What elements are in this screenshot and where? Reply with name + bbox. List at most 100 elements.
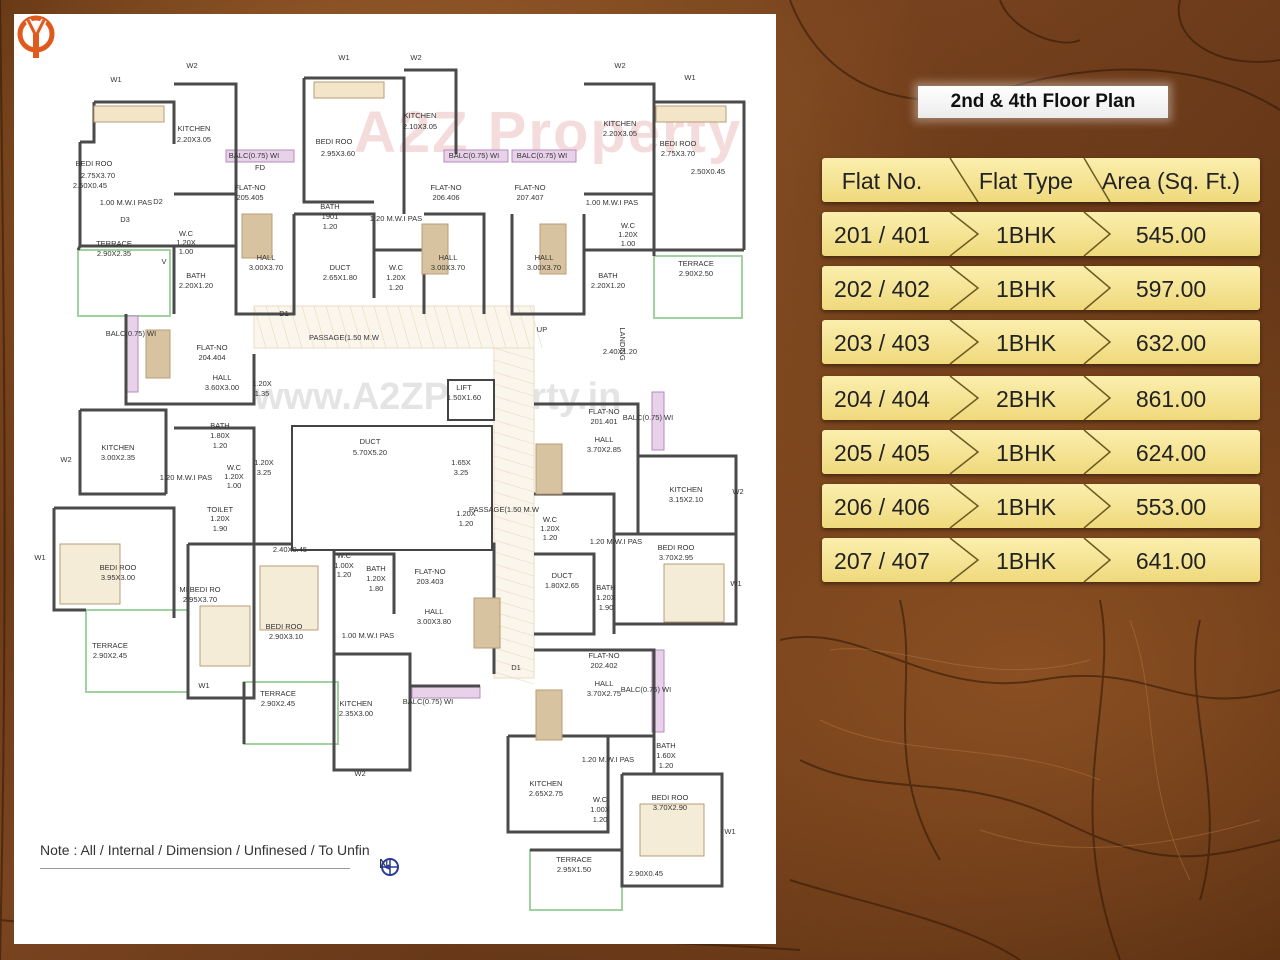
floor-plan-panel: A2Z Property www.A2ZProperty.in: [14, 14, 776, 944]
cell-flat-no: 202 / 402: [834, 276, 930, 302]
plan-label: BEDI ROO: [658, 543, 695, 552]
plan-label: BEDI ROO: [652, 793, 689, 802]
plan-label: 2.90X2.50: [679, 269, 713, 278]
plan-label: BALC(0.75) WI: [106, 329, 156, 338]
plan-label: KITCHEN: [604, 119, 637, 128]
plan-label: TERRACE: [96, 239, 132, 248]
plan-label: 3.70X2.85: [587, 445, 621, 454]
cell-flat-type: 1BHK: [995, 440, 1057, 466]
plan-label: KITCHEN: [404, 111, 437, 120]
plan-label: 1.00: [227, 481, 242, 490]
plan-label: FD: [255, 163, 266, 172]
plan-label: D1: [511, 663, 521, 672]
plan-label: 2.75X3.70: [81, 171, 115, 180]
plan-label: 1.20 M.W.I PAS: [590, 537, 642, 546]
plan-note: Note : All / Internal / Dimension / Unfi…: [40, 842, 370, 858]
plan-label: KITCHEN: [178, 124, 211, 133]
plan-label: 1.20: [459, 519, 474, 528]
plan-label: 2.35X3.00: [339, 709, 373, 718]
cell-flat-type: 1BHK: [995, 548, 1057, 574]
plan-label: BATH: [598, 271, 617, 280]
plan-label: 1.00 M.W.I PAS: [586, 198, 638, 207]
plan-label: 1.60X: [656, 751, 676, 760]
plan-label: 1.90: [213, 524, 228, 533]
plan-label: 2.65X1.80: [323, 273, 357, 282]
plan-label: 3.70X2.95: [659, 553, 693, 562]
plan-label: BATH: [596, 583, 615, 592]
plan-label: 2.50X0.45: [73, 181, 107, 190]
header-dividers: [949, 158, 1111, 202]
plan-label: 3.00X3.70: [249, 263, 283, 272]
plan-label: LANDING: [618, 327, 627, 361]
plan-label: HALL: [595, 679, 614, 688]
cell-flat-no: 201 / 401: [834, 222, 930, 248]
plan-label: 1.20: [543, 533, 558, 542]
plan-label: FLAT-NO: [430, 183, 461, 192]
cell-flat-type: 2BHK: [995, 386, 1057, 412]
row-dividers: [949, 538, 1112, 582]
plan-label: 202.402: [590, 661, 617, 670]
plan-label: LIFT: [456, 383, 472, 392]
plan-label: 206.406: [432, 193, 459, 202]
watermark-url: www.A2ZProperty.in: [254, 376, 622, 418]
plan-label: BALC(0.75) WI: [403, 697, 453, 706]
plan-label: 1.20: [389, 283, 404, 292]
plan-label: KITCHEN: [530, 779, 563, 788]
plan-label: KITCHEN: [102, 443, 135, 452]
plan-label: W2: [614, 61, 625, 70]
cell-area: 861.00: [1135, 386, 1207, 412]
plan-label: 1.00X: [590, 805, 610, 814]
plan-label: HALL: [257, 253, 276, 262]
plan-label: HALL: [425, 607, 444, 616]
row-dividers: [949, 320, 1112, 364]
plan-label: BATH: [366, 564, 385, 573]
plan-label: FLAT-NO: [514, 183, 545, 192]
plan-label: 1.20X: [252, 379, 272, 388]
plan-label: KITCHEN: [340, 699, 373, 708]
cell-flat-no: 206 / 406: [834, 494, 930, 520]
plan-label: 1.20X: [540, 524, 560, 533]
plan-label: 1.65X: [451, 458, 471, 467]
plan-label: 1.20X: [224, 472, 244, 481]
plan-label: FLAT-NO: [588, 651, 619, 660]
plan-label: 2.20X3.05: [177, 135, 211, 144]
plan-label: 1901: [322, 212, 339, 221]
plan-label: BATH: [210, 421, 229, 430]
header-flat-no: Flat No.: [841, 168, 923, 194]
plan-label: 2.50X0.45: [691, 167, 725, 176]
plan-label: W1: [730, 579, 741, 588]
plan-label: W2: [186, 61, 197, 70]
table-row: 207 / 407 1BHK 641.00: [822, 538, 1260, 582]
plan-label: 1.00 M.W.I PAS: [100, 198, 152, 207]
cell-area: 641.00: [1135, 548, 1207, 574]
plan-label: W1: [684, 73, 695, 82]
plan-label: 2.90X0.45: [629, 869, 663, 878]
cell-flat-type: 1BHK: [995, 330, 1057, 356]
plan-label: TOILET: [207, 505, 234, 514]
plan-label: 1.20: [593, 815, 608, 824]
plan-label: 1.80X: [210, 431, 230, 440]
cell-flat-no: 205 / 405: [834, 440, 930, 466]
north-indicator: N: [379, 856, 399, 876]
plan-label: 2.20X1.20: [591, 281, 625, 290]
plan-label: D1: [279, 309, 289, 318]
plan-label: 3.60X3.00: [205, 383, 239, 392]
row-dividers: [949, 212, 1112, 256]
note-divider: [40, 868, 350, 869]
cell-area: 545.00: [1135, 222, 1207, 248]
plan-label: DUCT: [330, 263, 351, 272]
cell-flat-no: 203 / 403: [834, 330, 930, 356]
plan-label: BEDI ROO: [100, 563, 137, 572]
plan-label: BALC(0.75) WI: [449, 151, 499, 160]
plan-label: 1.20: [323, 222, 338, 231]
plan-label: W1: [34, 553, 45, 562]
cell-flat-no: 207 / 407: [834, 548, 930, 574]
plan-label: 1.20X: [618, 230, 638, 239]
plan-label: W1: [198, 681, 209, 690]
table-header-row: Flat No. Flat Type Area (Sq. Ft.): [822, 158, 1260, 202]
header-flat-type: Flat Type: [978, 168, 1074, 194]
